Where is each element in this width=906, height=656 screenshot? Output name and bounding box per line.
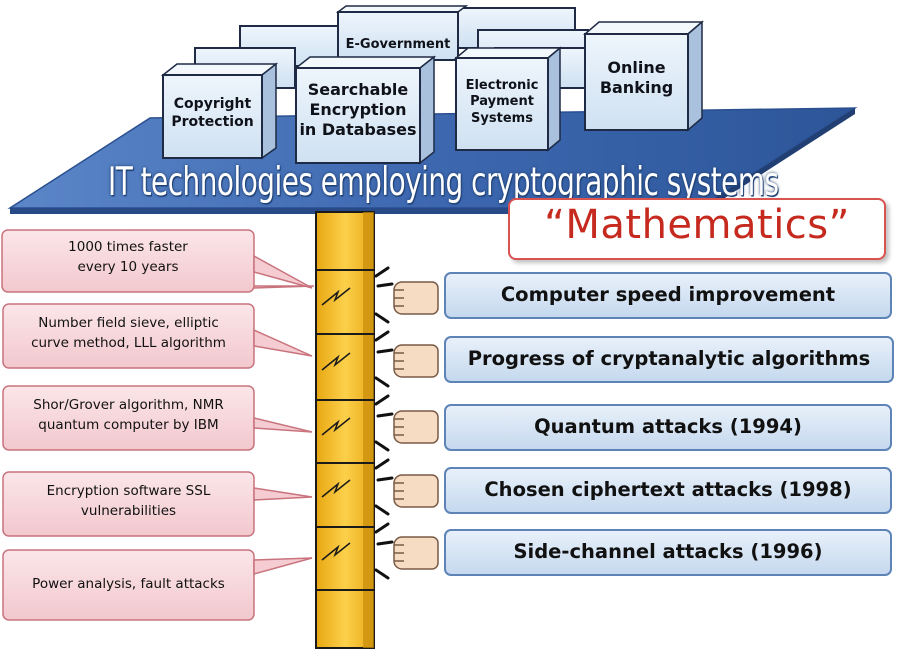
system-cubes [160, 5, 705, 165]
attacks [444, 272, 894, 576]
fist-icon [393, 474, 439, 508]
fist-icons [393, 281, 439, 570]
pillar [315, 211, 394, 649]
attack-0: Computer speed improvement [500, 283, 836, 306]
attack-1: Progress of cryptanalytic algorithms [467, 347, 871, 370]
cube-label-egov: E-Government [345, 37, 451, 52]
cube-copyright [162, 74, 263, 159]
cube-label-searchable: Searchable Encryption in Databases [299, 80, 417, 139]
platform-label: IT technologies employing cryptographic … [108, 160, 779, 205]
attack-2: Quantum attacks (1994) [534, 415, 802, 438]
cube-label-copyright: Copyright Protection [171, 96, 254, 130]
cube-label-payment: Electronic Payment Systems [465, 78, 539, 126]
mathematics-label: “Mathematics” [544, 202, 850, 248]
attack-4: Side-channel attacks (1996) [513, 540, 823, 563]
cube-egov [337, 11, 459, 61]
callout-pointer [253, 254, 313, 289]
fist-icon [393, 410, 439, 444]
fist-icon [393, 281, 439, 315]
cube-banking [584, 33, 689, 131]
callouts [1, 229, 315, 621]
attack-3: Chosen ciphertext attacks (1998) [484, 478, 852, 501]
mathematics-box: “Mathematics” [508, 198, 886, 260]
fist-icon [393, 344, 439, 378]
cube-payment [455, 57, 549, 151]
cube-label-banking: Online Banking [599, 58, 674, 97]
callout-4: Power analysis, fault attacks [32, 576, 225, 592]
fist-icon [393, 536, 439, 570]
cube-searchable [295, 67, 421, 164]
